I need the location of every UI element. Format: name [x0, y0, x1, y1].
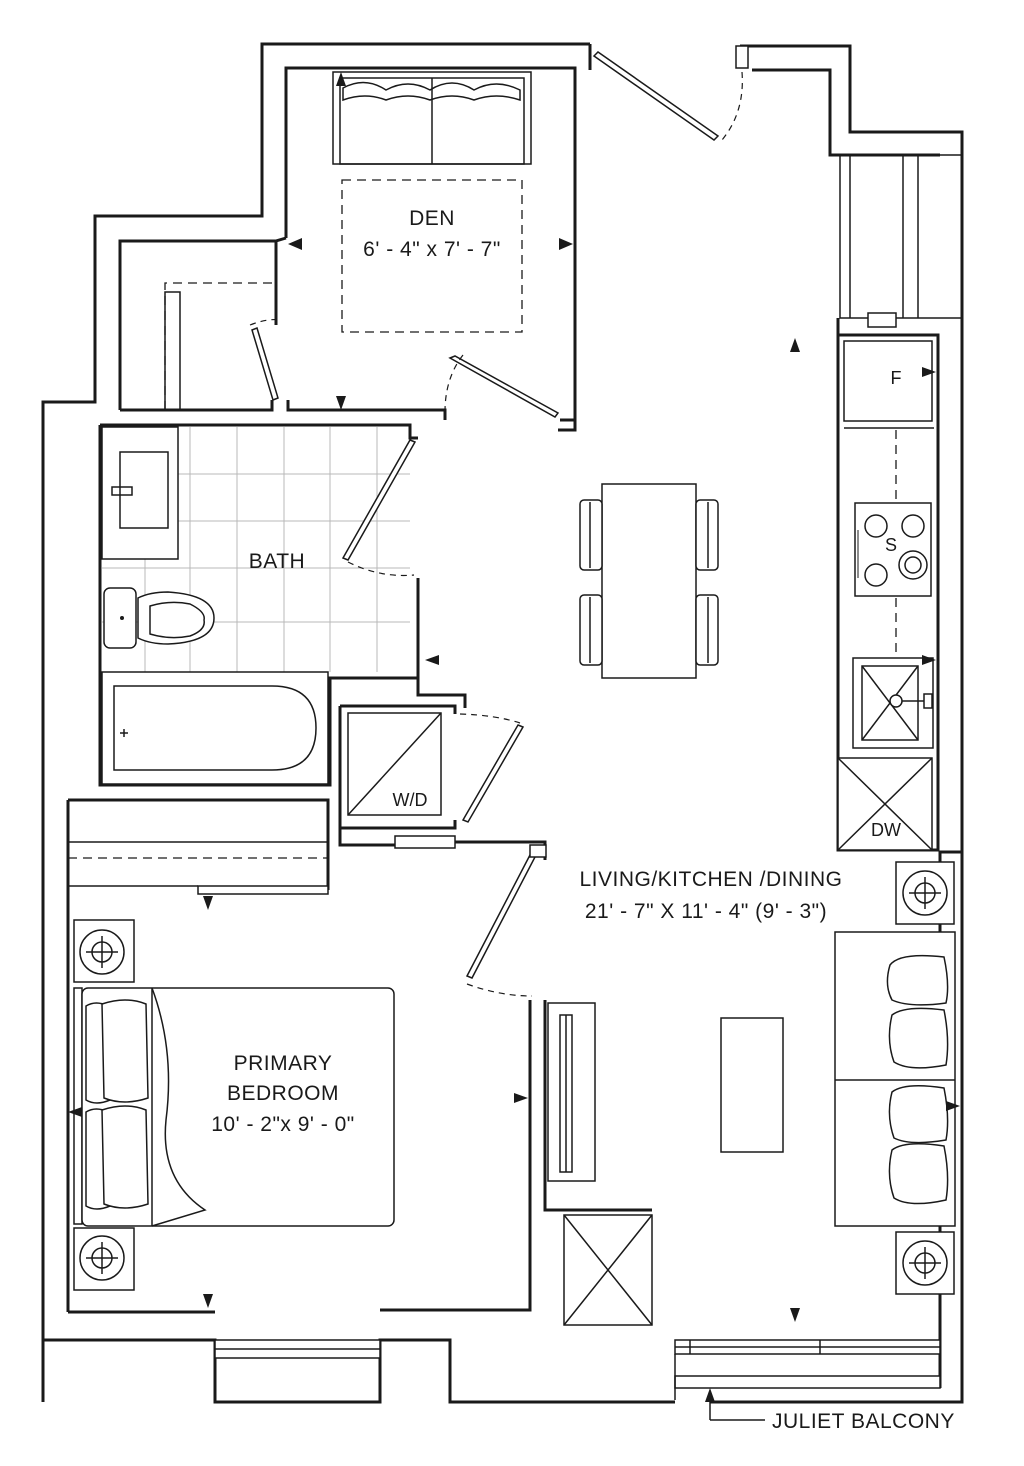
living-label: LIVING/KITCHEN /DINING — [579, 868, 842, 891]
nightstand-bottom — [73, 1227, 135, 1291]
tv-unit — [547, 1002, 596, 1182]
kitchen: F S — [836, 154, 963, 852]
sofa — [834, 931, 956, 1227]
dishwasher-label: DW — [871, 820, 901, 840]
den-size: 6' - 4" x 7' - 7" — [363, 238, 501, 261]
dining-table — [579, 483, 719, 679]
kitchen-sink — [852, 655, 936, 749]
storage-cabinet — [563, 1214, 653, 1326]
den-door — [444, 354, 560, 418]
bedroom: PRIMARY BEDROOM 10' - 2"x 9' - 0" — [68, 798, 547, 1359]
coffee-table — [720, 1017, 784, 1153]
side-table-top — [895, 861, 955, 925]
fridge: F — [843, 340, 936, 422]
bedroom-label-1: PRIMARY — [234, 1052, 333, 1075]
bath-room: BATH — [98, 423, 439, 787]
closet-door — [249, 318, 281, 402]
nightstand-top — [73, 919, 135, 983]
side-table-bottom — [895, 1231, 955, 1295]
entry-door — [592, 45, 800, 352]
bath-label: BATH — [249, 550, 305, 573]
vanity-sink — [101, 426, 179, 560]
laundry-door — [459, 713, 525, 823]
dishwasher: DW — [837, 757, 933, 851]
juliet-balcony-label: JULIET BALCONY — [772, 1410, 955, 1433]
bedroom-size: 10' - 2"x 9' - 0" — [211, 1113, 354, 1136]
juliet-balcony: JULIET BALCONY — [674, 1339, 955, 1433]
exterior-wall — [41, 42, 964, 1404]
living-size: 21' - 7" X 11' - 4" (9' - 3") — [585, 900, 827, 923]
bathtub — [101, 671, 329, 785]
laundry-closet: W/D — [338, 678, 525, 830]
den-label: DEN — [409, 207, 455, 230]
fridge-label: F — [891, 368, 902, 388]
den-sofa — [332, 71, 532, 165]
den-rug — [341, 179, 523, 333]
bed — [73, 987, 395, 1227]
bath-door — [341, 439, 417, 577]
stove: S — [854, 502, 932, 597]
bedroom-window — [214, 1339, 381, 1359]
toilet — [103, 587, 215, 649]
washer-dryer-label: W/D — [393, 790, 428, 810]
stove-label: S — [885, 535, 897, 555]
bedroom-label-2: BEDROOM — [227, 1082, 339, 1105]
den-room: DEN 6' - 4" x 7' - 7" — [120, 71, 577, 432]
bedroom-door — [465, 844, 547, 997]
living-kitchen-dining: LIVING/KITCHEN /DINING 21' - 7" X 11' - … — [543, 483, 960, 1326]
